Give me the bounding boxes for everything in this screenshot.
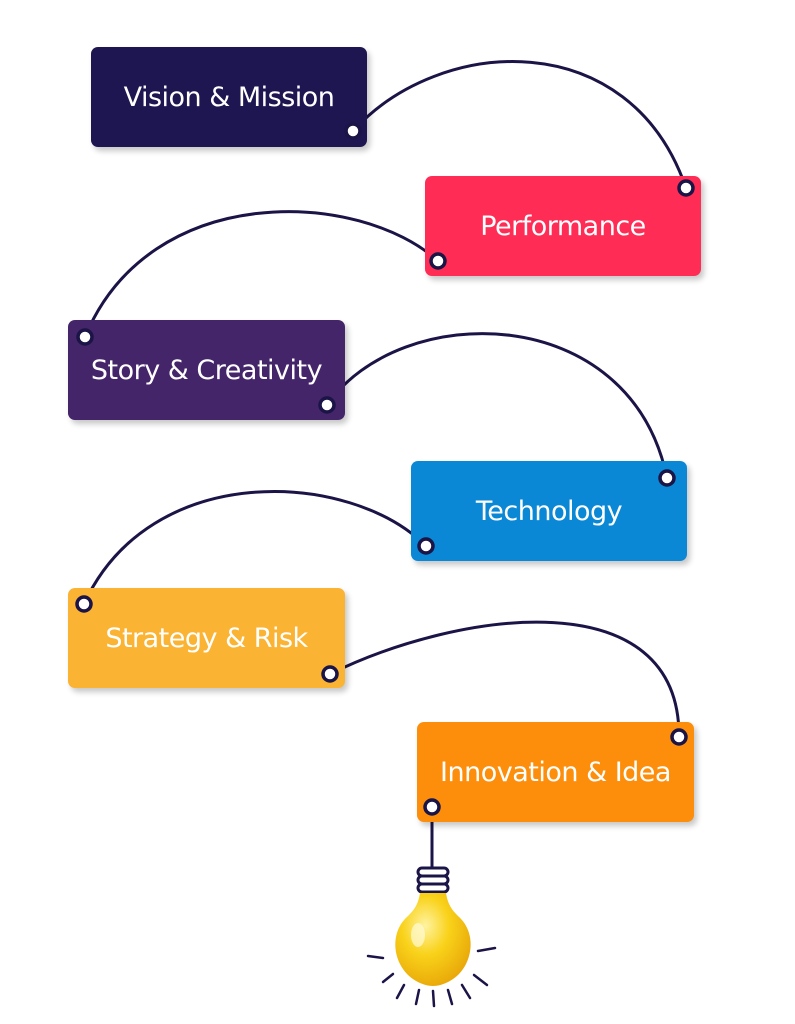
step-label: Story & Creativity	[90, 354, 323, 386]
step-card-vision-mission: Vision & Mission	[91, 47, 367, 147]
bulb-glass	[395, 893, 471, 986]
step-label: Strategy & Risk	[105, 622, 308, 654]
step-label: Vision & Mission	[123, 81, 335, 113]
connector-story-technology	[325, 332, 669, 480]
connector-strategy-innovation	[328, 620, 681, 739]
bulb-rays	[366, 946, 497, 1008]
step-label: Technology	[475, 495, 623, 527]
connector-vision-performance	[351, 60, 688, 190]
step-label: Innovation & Idea	[440, 756, 671, 788]
bulb-socket	[416, 866, 450, 894]
step-card-story-creativity: Story & Creativity	[68, 320, 345, 420]
step-label: Performance	[480, 210, 646, 242]
step-card-strategy-risk: Strategy & Risk	[68, 588, 345, 688]
step-card-innovation-idea: Innovation & Idea	[417, 722, 694, 822]
step-card-technology: Technology	[411, 461, 687, 561]
connector-performance-story	[83, 210, 440, 339]
step-card-performance: Performance	[425, 176, 701, 276]
